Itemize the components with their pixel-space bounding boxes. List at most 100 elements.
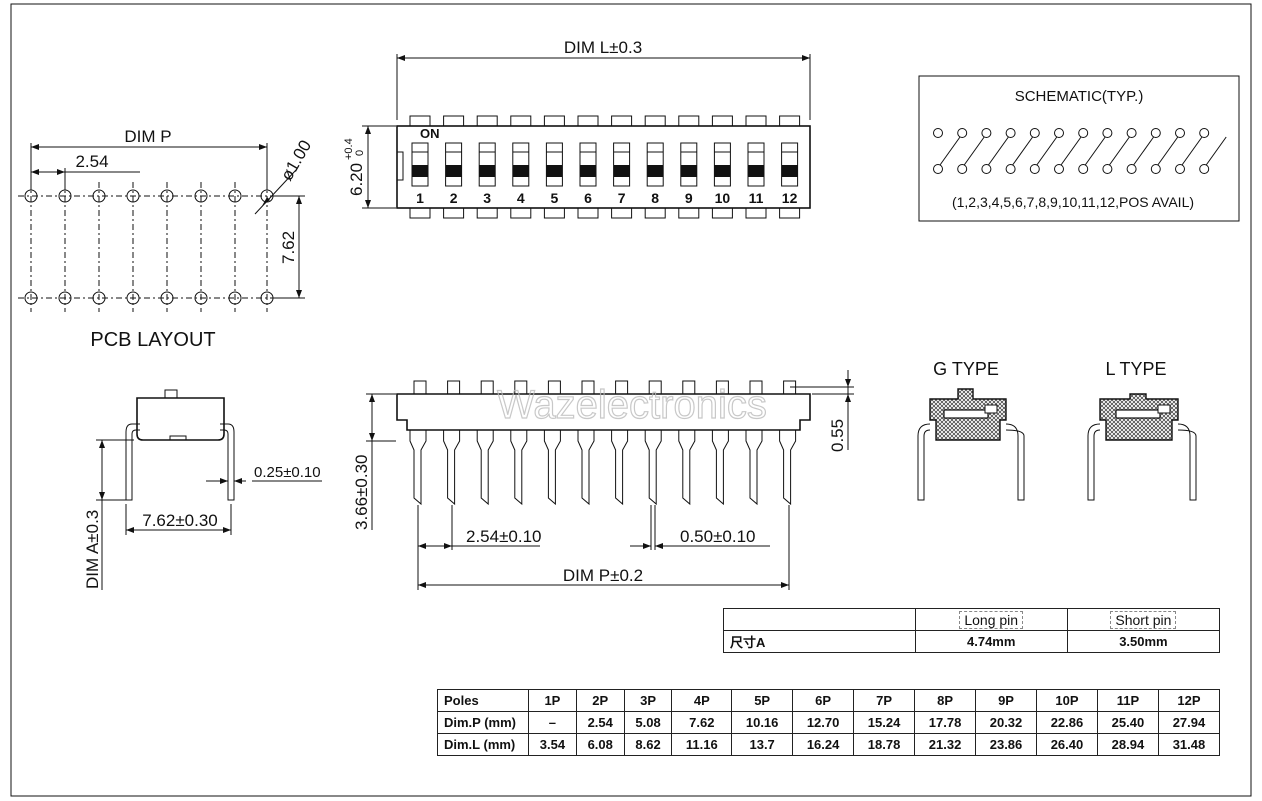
poles-value-cell: 3.54 xyxy=(528,733,577,756)
pcb-hole xyxy=(228,189,242,203)
poles-header-cell: 10P xyxy=(1036,689,1098,712)
pin xyxy=(577,430,595,506)
hole-diameter-label: ø1.00 xyxy=(277,137,315,184)
schematic-switch xyxy=(1005,128,1034,174)
dim-l-label: DIM L±0.3 xyxy=(564,38,642,57)
switch-number: 9 xyxy=(685,190,693,206)
schematic-switch xyxy=(1126,128,1155,174)
watermark: Wazelectronics xyxy=(497,383,767,427)
poles-header-cell: 3P xyxy=(623,689,673,712)
dip-switch: 5 xyxy=(545,142,563,206)
drawing-frame xyxy=(10,3,1252,797)
poles-header-cell: 2P xyxy=(575,689,625,712)
dim-p-bottom-label: DIM P±0.2 xyxy=(563,566,643,585)
pcb-hole xyxy=(160,291,174,305)
short-pin-value: 3.50mm xyxy=(1066,630,1221,653)
switch-number: 8 xyxy=(651,190,659,206)
dip-switch: 11 xyxy=(747,142,765,206)
tolerance-plus: +0.4 xyxy=(343,138,355,160)
poles-value-cell: 27.94 xyxy=(1157,711,1221,734)
poles-header-cell: 11P xyxy=(1096,689,1159,712)
pin-width-label: 0.50±0.10 xyxy=(680,527,756,546)
dip-switch: 4 xyxy=(512,142,530,206)
pcb-layout-view: DIM P 2.54 ø1.00 7.62 PCB LAYOUT xyxy=(18,127,315,351)
poles-value-cell: 18.78 xyxy=(853,733,916,756)
switch-number: 6 xyxy=(584,190,592,206)
schematic-box: SCHEMATIC(TYP.) (1,2,3,4,5,6,7,8,9,10,11… xyxy=(918,75,1240,222)
switch-number: 4 xyxy=(517,190,525,206)
poles-row-label: Dim.L (mm) xyxy=(437,733,529,756)
pin xyxy=(678,430,696,506)
pin xyxy=(443,430,461,506)
schematic-switch xyxy=(1199,128,1227,174)
pitch-label: 2.54 xyxy=(75,152,108,171)
on-marking: ON xyxy=(420,126,440,141)
poles-value-cell: 26.40 xyxy=(1036,733,1098,756)
row-spacing-label: 7.62 xyxy=(279,231,298,264)
pin xyxy=(711,430,729,506)
poles-value-cell: – xyxy=(528,711,577,734)
g-type-view: G TYPE xyxy=(917,359,1025,501)
schematic-note: (1,2,3,4,5,6,7,8,9,10,11,12,POS AVAIL) xyxy=(952,194,1194,210)
schematic-switch xyxy=(1029,128,1058,174)
dip-switch: 6 xyxy=(579,142,597,206)
long-pin-header: Long pin xyxy=(959,610,1024,629)
pcb-hole xyxy=(126,291,140,305)
poles-header-cell: 9P xyxy=(975,689,1037,712)
switch-number: 1 xyxy=(416,190,424,206)
pcb-hole xyxy=(58,291,72,305)
pcb-hole xyxy=(126,189,140,203)
l-type-view: L TYPE xyxy=(1087,359,1197,501)
dip-switch: 8 xyxy=(646,142,664,206)
l-type-title: L TYPE xyxy=(1105,359,1166,379)
pcb-hole xyxy=(194,291,208,305)
front-view: Wazelectronics 3.66±0.30 0.55 2.54±0.10 … xyxy=(352,370,854,590)
poles-value-cell: 17.78 xyxy=(914,711,977,734)
side-view: DIM A±0.3 0.25±0.10 7.62±0.30 xyxy=(83,389,322,590)
pcb-hole xyxy=(92,291,106,305)
g-type-title: G TYPE xyxy=(933,359,999,379)
switch-number: 2 xyxy=(450,190,458,206)
poles-header-cell: 1P xyxy=(528,689,577,712)
dim-a-header-blank xyxy=(723,608,916,631)
dip-switch: 2 xyxy=(445,142,463,206)
poles-value-cell: 6.08 xyxy=(575,733,625,756)
pin xyxy=(409,430,427,506)
height-label: 6.20 xyxy=(347,163,366,196)
dip-switch: 12 xyxy=(781,142,799,206)
poles-value-cell: 22.86 xyxy=(1036,711,1098,734)
pcb-hole xyxy=(160,189,174,203)
poles-header-cell: 7P xyxy=(853,689,916,712)
poles-value-cell: 15.24 xyxy=(853,711,916,734)
poles-value-cell: 16.24 xyxy=(792,733,855,756)
pin xyxy=(611,430,629,506)
standoff-label: 0.55 xyxy=(828,419,847,452)
long-pin-value: 4.74mm xyxy=(914,630,1068,653)
pin xyxy=(779,430,797,506)
poles-value-cell: 12.70 xyxy=(792,711,855,734)
pcb-hole xyxy=(194,189,208,203)
row-width-label: 7.62±0.30 xyxy=(142,511,218,530)
pin-thickness-label: 0.25±0.10 xyxy=(254,464,321,481)
poles-header-cell: 6P xyxy=(792,689,855,712)
switch-number: 3 xyxy=(483,190,491,206)
dim-a-label: DIM A±0.3 xyxy=(83,510,102,589)
poles-value-cell: 11.16 xyxy=(671,733,733,756)
dip-switch: 1 xyxy=(411,142,429,206)
body-height-label: 3.66±0.30 xyxy=(352,454,371,530)
dip-switch: 3 xyxy=(478,142,496,206)
dip-switch: 7 xyxy=(613,142,631,206)
pcb-hole xyxy=(228,291,242,305)
pcb-hole xyxy=(92,189,106,203)
tolerance-zero: 0 xyxy=(354,150,366,156)
poles-value-cell: 23.86 xyxy=(975,733,1037,756)
poles-header-label: Poles xyxy=(437,689,529,712)
dip-switch: 10 xyxy=(713,142,731,206)
short-pin-header: Short pin xyxy=(1110,610,1177,629)
poles-value-cell: 2.54 xyxy=(575,711,625,734)
poles-value-cell: 21.32 xyxy=(914,733,977,756)
dim-p-label: DIM P xyxy=(124,127,171,146)
poles-value-cell: 5.08 xyxy=(623,711,673,734)
schematic-switch xyxy=(1078,128,1106,174)
